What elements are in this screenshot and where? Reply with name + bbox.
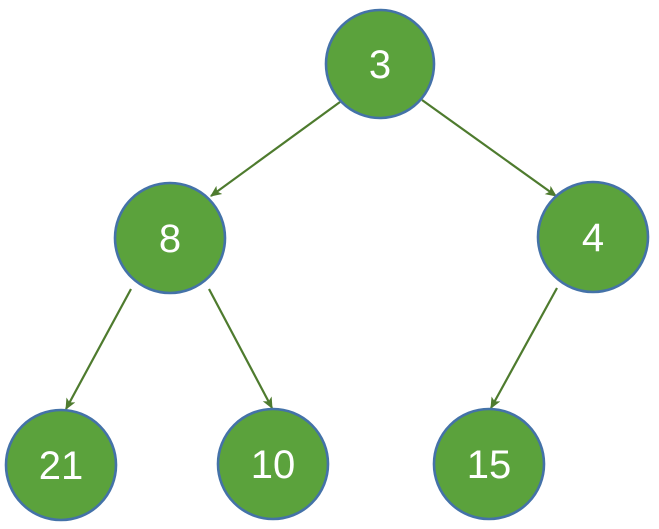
node-label-3: 3 [369,43,391,87]
node-circle-10[interactable] [216,407,330,521]
node-circle-4[interactable] [536,180,650,294]
tree-node-4[interactable]: 4 [536,180,650,294]
node-label-10: 10 [251,443,296,487]
node-circle-3[interactable] [324,8,436,120]
tree-edge-8-to-21 [65,288,132,411]
tree-edge-4-to-15 [490,287,558,410]
node-label-8: 8 [159,217,181,261]
tree-edge-8-to-10 [208,288,273,410]
node-circle-8[interactable] [113,181,227,295]
node-label-4: 4 [582,216,604,260]
tree-node-8[interactable]: 8 [113,181,227,295]
nodes-group: 3 8 4 21 10 15 [4,8,650,522]
node-label-21: 21 [39,444,84,488]
tree-edge-3-to-8 [210,101,341,197]
tree-node-3[interactable]: 3 [324,8,436,120]
tree-edge-3-to-4 [421,99,557,197]
node-circle-15[interactable] [432,407,546,521]
tree-node-21[interactable]: 21 [4,408,118,522]
node-label-15: 15 [467,443,512,487]
tree-node-15[interactable]: 15 [432,407,546,521]
edges-group [65,99,558,411]
node-circle-21[interactable] [4,408,118,522]
tree-node-10[interactable]: 10 [216,407,330,521]
